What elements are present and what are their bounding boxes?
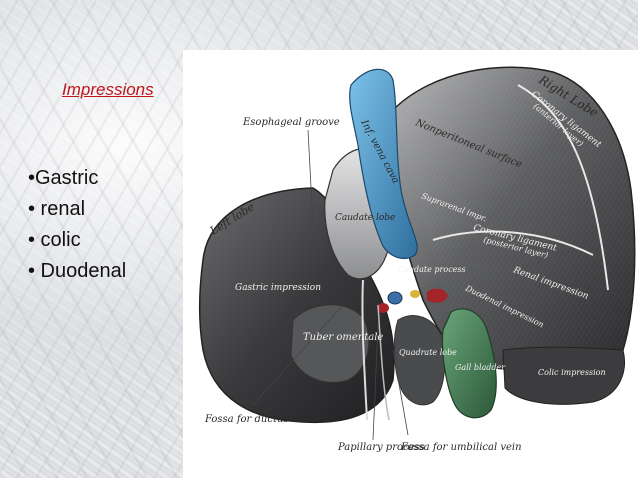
portal-vessel-red-left	[377, 303, 389, 313]
bullet-list: •Gastric • renal • colic • Duodenal	[28, 163, 126, 287]
label-fossa-umbilical-vein: Fossa for umbilical vein	[400, 442, 522, 453]
liver-illustration-panel: Right Lobe Coronary ligament (anterior l…	[183, 50, 638, 478]
gall-bladder-shape	[441, 308, 497, 419]
bullet-duodenal: • Duodenal	[28, 260, 127, 282]
label-fossa-ductus-venosus: Fossa for ductus venosus	[204, 414, 332, 425]
portal-vessel-blue	[387, 291, 403, 305]
portal-vessel-red-right	[427, 288, 448, 303]
label-papillary-process: Papillary process	[337, 442, 425, 453]
label-quadrate-lobe: Quadrate lobe	[399, 348, 457, 357]
label-caudate-process: Caudate process	[398, 265, 466, 274]
colic-impression-shape	[502, 346, 625, 405]
vena-cava-shape	[349, 68, 418, 259]
bullet-gastric: •Gastric	[28, 167, 99, 189]
label-tuber-omentale: Tuber omentale	[303, 332, 383, 343]
portal-vessel-yellow	[410, 290, 420, 298]
liver-illustration: Right Lobe Coronary ligament (anterior l…	[198, 66, 636, 453]
bullet-colic: • colic	[28, 229, 81, 251]
label-gall-bladder: Gall bladder	[455, 363, 506, 372]
label-esophageal-groove: Esophageal groove	[242, 117, 340, 128]
quadrate-lobe-shape	[393, 315, 446, 406]
tuber-omentale-shape	[290, 304, 370, 383]
slide-title: Impressions	[62, 80, 154, 99]
bullet-renal: • renal	[28, 198, 86, 220]
label-gastric-impression: Gastric impression	[235, 283, 321, 293]
label-caudate-lobe: Caudate lobe	[335, 213, 395, 223]
label-colic-impression: Colic impression	[538, 368, 606, 377]
